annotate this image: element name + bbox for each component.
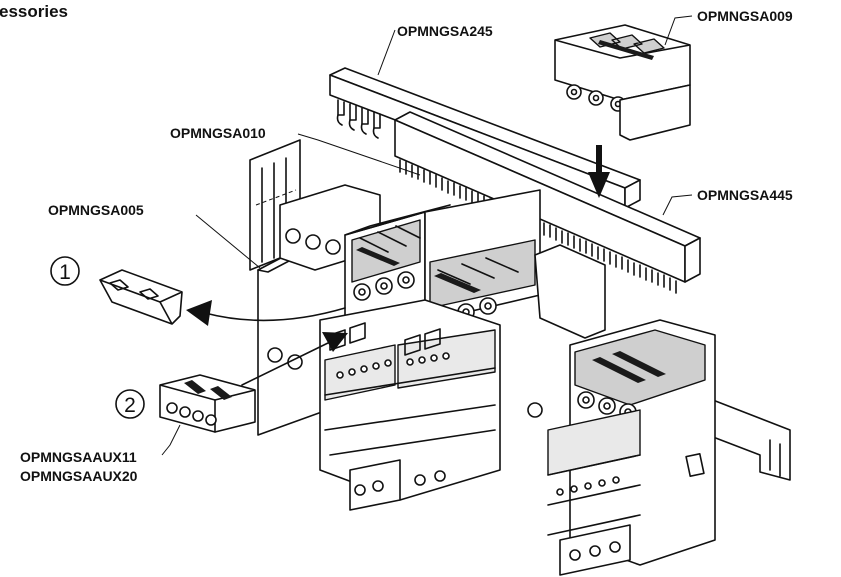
step-2-marker: 2 xyxy=(115,389,145,419)
step-1-marker: 1 xyxy=(50,256,80,286)
label-aux11: OPMNGSAAUX11 xyxy=(20,449,137,465)
label-sa009: OPMNGSA009 xyxy=(697,8,793,24)
contactor-left-2 xyxy=(424,189,606,339)
label-sa445: OPMNGSA445 xyxy=(697,187,793,203)
label-sa005: OPMNGSA005 xyxy=(48,202,144,218)
label-aux20: OPMNGSAAUX20 xyxy=(20,468,138,484)
insert-arrow xyxy=(241,332,348,386)
remove-arrow xyxy=(186,300,346,326)
breaker-bodies-left xyxy=(319,299,501,511)
contactor-left-1 xyxy=(344,204,451,326)
terminal-cap-sa009 xyxy=(554,24,691,141)
label-sa245: OPMNGSA245 xyxy=(397,23,493,39)
step-2-number: 2 xyxy=(124,394,136,417)
leader-lines xyxy=(161,15,693,456)
section-heading: essories xyxy=(0,2,68,21)
step-1-number: 1 xyxy=(59,261,71,284)
contactor-right xyxy=(527,319,716,576)
insert-arrow-down xyxy=(588,145,610,198)
blanking-cover-item xyxy=(99,269,183,325)
label-sa010: OPMNGSA010 xyxy=(170,125,266,141)
auxiliary-contact-item xyxy=(159,374,256,433)
